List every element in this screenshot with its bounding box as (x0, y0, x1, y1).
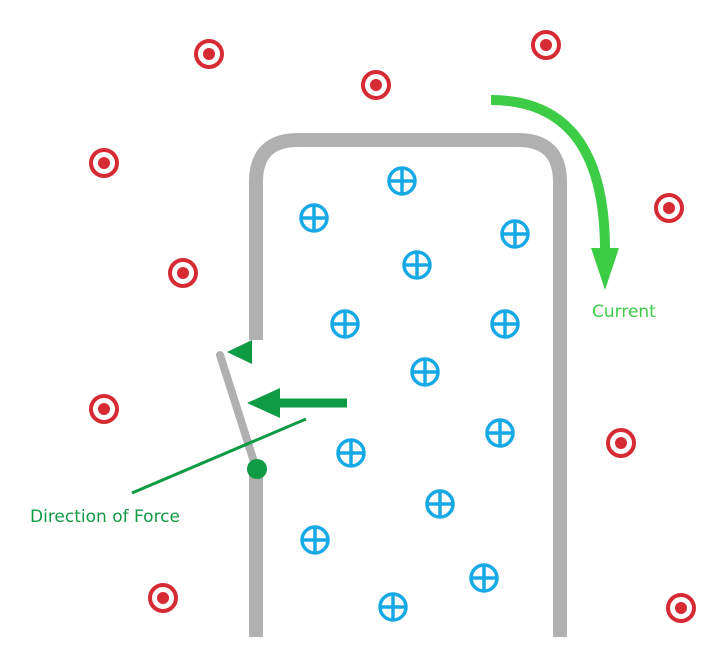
cross-in-circle-icon (425, 489, 455, 519)
current-arrow-shaft (490, 95, 610, 249)
cross-in-circle-icon (299, 203, 329, 233)
rod-tip-arrow (227, 340, 252, 364)
dot-in-circle-icon (531, 30, 561, 60)
current-label: Current (592, 302, 656, 322)
dot-in-circle-icon (89, 394, 119, 424)
dot-in-circle-icon (148, 583, 178, 613)
cross-in-circle-icon (402, 250, 432, 280)
dot-in-circle-icon (606, 428, 636, 458)
dot-in-circle-icon (168, 258, 198, 288)
force-arrow-head (247, 388, 280, 418)
cross-in-circle-icon (378, 592, 408, 622)
cross-in-circle-icon (490, 309, 520, 339)
dot-in-circle-icon (666, 593, 696, 623)
cross-in-circle-icon (469, 563, 499, 593)
cross-in-circle-icon (387, 166, 417, 196)
moving-rod (216, 351, 260, 472)
dot-in-circle-icon (654, 193, 684, 223)
force-label: Direction of Force (30, 507, 180, 527)
cross-in-circle-icon (300, 525, 330, 555)
cross-in-circle-icon (330, 309, 360, 339)
dot-in-circle-icon (194, 39, 224, 69)
cross-in-circle-icon (485, 418, 515, 448)
field-out-symbols (89, 30, 696, 623)
force-pointer-line (131, 417, 307, 495)
circuit-wire (249, 133, 567, 637)
cross-in-circle-icon (500, 219, 530, 249)
cross-in-circle-icon (410, 357, 440, 387)
current-arrow-head (591, 248, 619, 290)
cross-in-circle-icon (336, 438, 366, 468)
dot-in-circle-icon (361, 70, 391, 100)
dot-in-circle-icon (89, 148, 119, 178)
rod-pivot (247, 459, 267, 479)
field-in-symbols (299, 166, 530, 622)
